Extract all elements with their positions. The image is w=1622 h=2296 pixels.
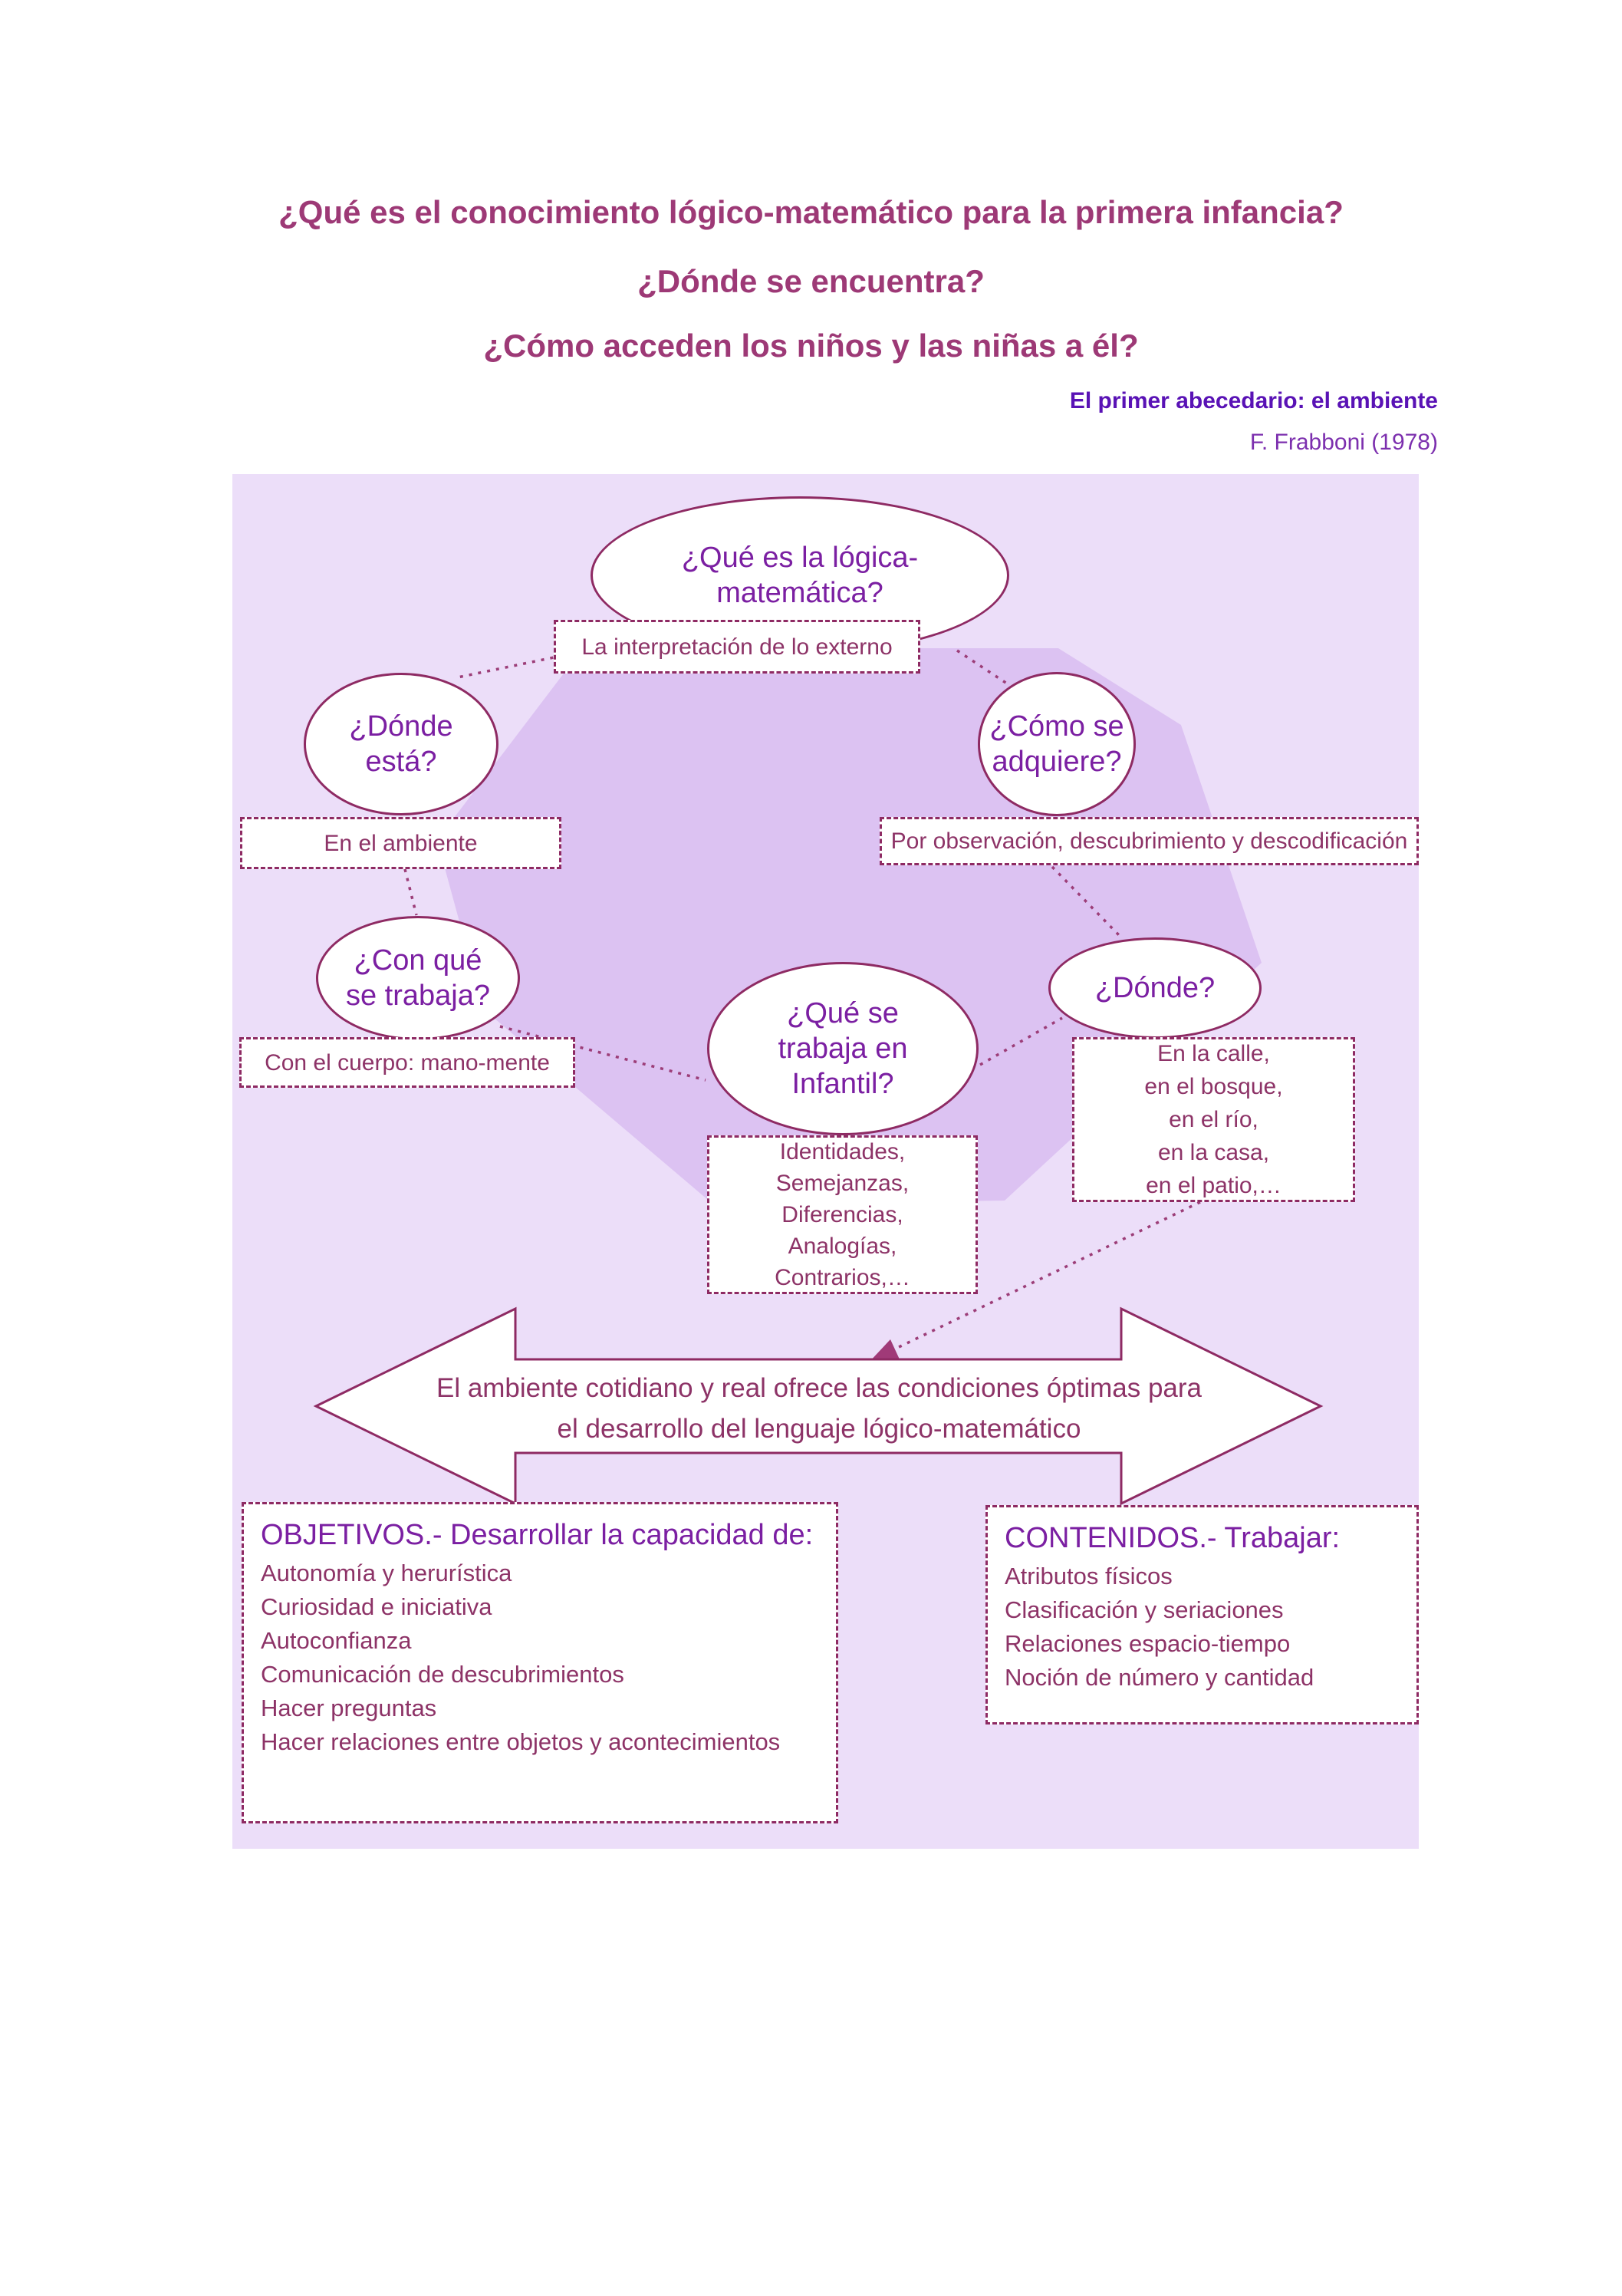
node-label: ¿Con qué se trabaja? (345, 944, 490, 1012)
node-label: ¿Dónde está? (349, 710, 453, 778)
connector-logica-como-adquiere (956, 649, 1015, 690)
node-donde-esta: ¿Dónde está? (304, 673, 498, 815)
contenidos-item: Clasificación y seriaciones (1005, 1596, 1284, 1623)
node-label: ¿Qué es la lógica- matemática? (681, 542, 919, 609)
objetivos-item: Curiosidad e iniciativa (261, 1593, 492, 1620)
node-que-se-trabaja-en-infantil: ¿Qué se trabaja en Infantil? (707, 962, 979, 1135)
banner-text: El ambiente cotidiano y real ofrece las … (436, 1373, 1203, 1444)
objetivos-box: OBJETIVOS.- Desarrollar la capacidad de:… (242, 1502, 838, 1823)
answer-label: Identidades, Semejanzas, Diferencias, An… (775, 1139, 910, 1290)
page-title-line-2: ¿Dónde se encuentra? (637, 263, 985, 299)
connector-arrowhead-icon (867, 1339, 900, 1364)
answer-box-por-observacion: Por observación, descubrimiento y descod… (880, 817, 1419, 865)
objetivos-item: Comunicación de descubrimientos (261, 1661, 624, 1688)
node-donde: ¿Dónde? (1048, 937, 1262, 1039)
objetivos-item: Hacer preguntas (261, 1695, 437, 1721)
node-label: ¿Qué se trabaja en Infantil? (778, 997, 908, 1100)
objetivos-item: Hacer relaciones entre objetos y acontec… (261, 1728, 781, 1755)
objetivos-item: Autoconfianza (261, 1627, 412, 1654)
connector-que-infantil-donde (979, 1016, 1063, 1066)
reference-author: F. Frabboni (1978) (1249, 430, 1438, 455)
contenidos-item: Relaciones espacio-tiempo (1005, 1630, 1291, 1657)
node-label: ¿Dónde? (1094, 972, 1216, 1004)
node-con-que-se-trabaja: ¿Con qué se trabaja? (316, 916, 520, 1040)
answer-box-con-el-cuerpo: Con el cuerpo: mano-mente (239, 1037, 575, 1088)
objetivos-heading: OBJETIVOS.- Desarrollar la capacidad de: (261, 1519, 814, 1551)
page-title-line-3: ¿Cómo acceden los niños y las niñas a él… (483, 328, 1139, 364)
connector-con-que-que-infantil (499, 1025, 706, 1082)
node-label: ¿Cómo se adquiere? (989, 710, 1124, 778)
answer-box-en-la-calle: En la calle, en el bosque, en el río, en… (1072, 1037, 1355, 1202)
reference-work-title: El primer abecedario: el ambiente (1069, 388, 1438, 413)
node-como-se-adquiere: ¿Cómo se adquiere? (978, 672, 1136, 816)
banner-double-arrow-shape (313, 1306, 1324, 1506)
contenidos-item: Noción de número y cantidad (1005, 1664, 1314, 1691)
diagram-panel: ¿Qué es la lógica- matemática? ¿Dónde es… (232, 474, 1419, 1849)
answer-label: En el ambiente (324, 830, 478, 856)
connector-observacion-donde (1051, 865, 1121, 937)
answer-box-identidades: Identidades, Semejanzas, Diferencias, An… (707, 1135, 978, 1294)
connector-logica-donde-esta (453, 647, 599, 680)
answer-box-en-el-ambiente: En el ambiente (240, 817, 561, 869)
contenidos-box: CONTENIDOS.- Trabajar: Atributos físicos… (985, 1505, 1419, 1724)
answer-label: Con el cuerpo: mano-mente (265, 1049, 550, 1076)
objetivos-item: Autonomía y herurística (261, 1560, 512, 1586)
answer-label: La interpretación de lo externo (581, 634, 893, 660)
answer-box-interpretacion: La interpretación de lo externo (554, 620, 920, 674)
contenidos-item: Atributos físicos (1005, 1563, 1173, 1589)
contenidos-heading: CONTENIDOS.- Trabajar: (1005, 1522, 1341, 1554)
page-title-line-1: ¿Qué es el conocimiento lógico-matemátic… (278, 194, 1344, 230)
answer-label: Por observación, descubrimiento y descod… (890, 828, 1408, 854)
answer-label: En la calle, en el bosque, en el río, en… (1144, 1041, 1283, 1198)
connector-ambiente-con-que (403, 868, 418, 916)
